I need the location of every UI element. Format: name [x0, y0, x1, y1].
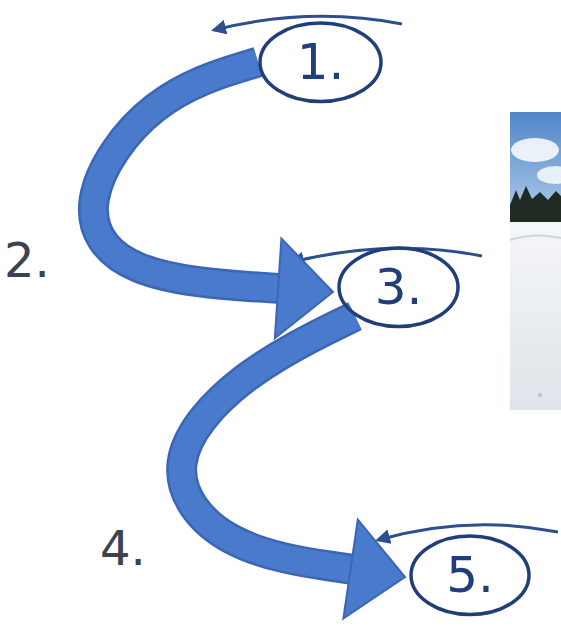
- rotation-arrow: [378, 525, 558, 540]
- callout-number: 1.: [297, 37, 345, 87]
- callout-circle: 5.: [409, 534, 531, 617]
- callout-circle: 1.: [258, 21, 383, 104]
- step-number: 2.: [4, 236, 50, 284]
- step-number: 4.: [100, 524, 146, 572]
- curved-arrow: [93, 62, 333, 338]
- callout-circle: 3.: [337, 246, 460, 329]
- rotation-arrow: [292, 248, 482, 262]
- callout-number: 5.: [446, 550, 494, 600]
- callout-number: 3.: [375, 262, 423, 312]
- snow-photo: [510, 112, 561, 410]
- curved-arrow: [182, 316, 405, 618]
